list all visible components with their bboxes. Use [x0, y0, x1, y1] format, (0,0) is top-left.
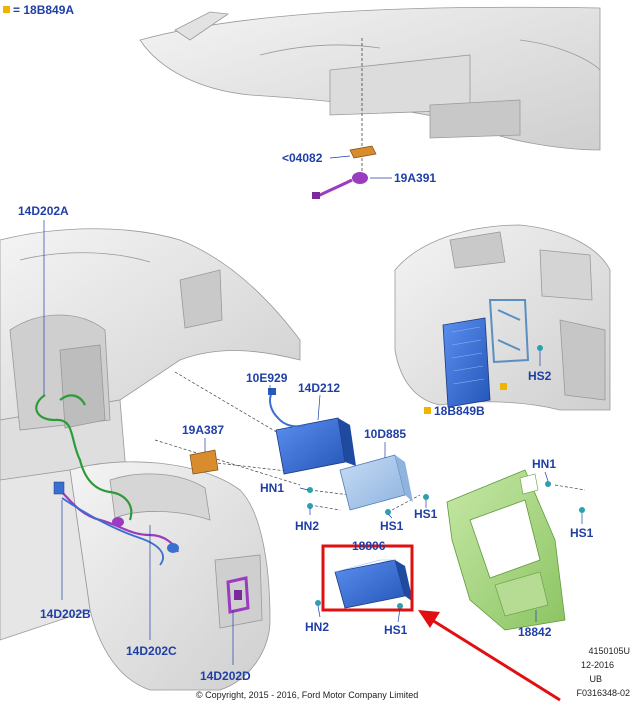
highlight-box	[321, 544, 414, 612]
label-HS1-upper-left: HS1	[380, 519, 404, 533]
highlight-arrow	[418, 610, 561, 702]
label-HS2: HS2	[528, 369, 552, 383]
module-14D212	[275, 417, 356, 475]
legend-marker-icon	[3, 6, 10, 13]
label-04082: <04082	[282, 151, 323, 165]
bracket-marker-icon	[500, 383, 507, 390]
meta-line-3: UB	[589, 674, 602, 684]
instrument-panel-illustration	[0, 228, 301, 561]
usb-hub-14D202D	[226, 576, 250, 614]
harness-14D202C	[61, 497, 164, 566]
label-18B849B-marker-icon	[424, 407, 431, 414]
headliner-illustration	[139, 6, 601, 151]
amplifier-bracket	[488, 299, 530, 364]
label-19A387: 19A387	[182, 423, 224, 437]
label-14D202A: 14D202A	[18, 204, 69, 218]
bezel-18842	[446, 469, 566, 631]
meta-line-2: 12-2016	[581, 660, 614, 670]
label-HS1-right: HS1	[570, 526, 594, 540]
fastener-hs2-icon	[537, 345, 543, 351]
module-10D885	[339, 454, 413, 511]
label-10D885: 10D885	[364, 427, 406, 441]
quarter-panel-illustration	[394, 224, 611, 411]
label-18806: 18806	[352, 539, 386, 553]
legend-text: = 18B849A	[13, 3, 74, 17]
module-18806	[334, 559, 413, 609]
amplifier-18B849B	[442, 317, 491, 408]
cable-10E929	[269, 391, 306, 428]
label-14D212: 14D212	[298, 381, 340, 395]
label-14D202D: 14D202D	[200, 669, 251, 683]
label-leaders	[43, 220, 583, 665]
label-HS1-lower: HS1	[384, 623, 408, 637]
harness-14D202A	[35, 394, 133, 521]
label-14D202B: 14D202B	[40, 607, 91, 621]
label-HN1-left: HN1	[260, 481, 284, 495]
label-HS1-upper-right: HS1	[414, 507, 438, 521]
label-18842: 18842	[518, 625, 552, 639]
label-10E929: 10E929	[246, 371, 288, 385]
label-19A391: 19A391	[394, 171, 436, 185]
label-HN1-right: HN1	[532, 457, 556, 471]
connector-19A387	[189, 449, 219, 475]
label-14D202C: 14D202C	[126, 644, 177, 658]
bracket-04082	[349, 145, 377, 159]
copyright-text: © Copyright, 2015 - 2016, Ford Motor Com…	[196, 690, 418, 700]
label-HN2-lower: HN2	[305, 620, 329, 634]
label-HN2-upper: HN2	[295, 519, 319, 533]
meta-line-4: F0316348-02	[576, 688, 630, 698]
label-18B849B: 18B849B	[434, 404, 485, 418]
sensor-19A391	[312, 158, 368, 199]
fastener-icons	[307, 481, 585, 609]
meta-line-1: 4150105U	[588, 646, 630, 656]
